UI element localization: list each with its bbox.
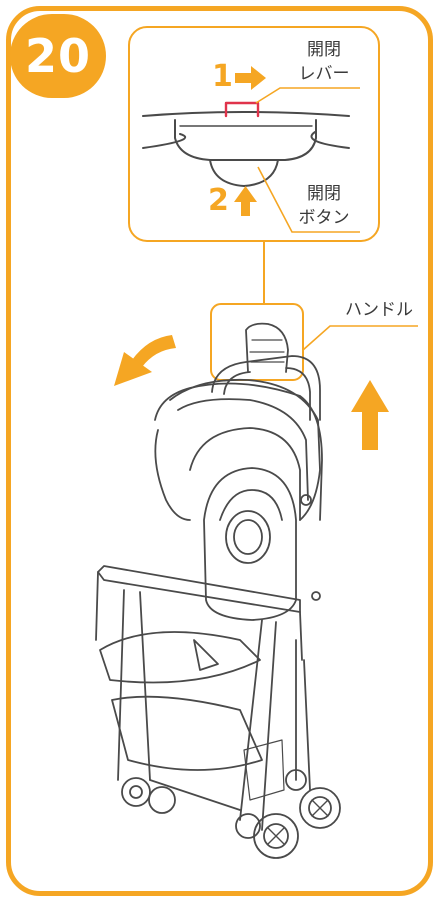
step-1-number: 1 — [212, 62, 233, 92]
step-2-number: 2 — [208, 186, 229, 216]
lever-label-line1: 開閉 — [298, 40, 350, 61]
button-label-line2: ボタン — [286, 208, 362, 229]
lift-arrow-icon — [351, 380, 389, 450]
handle-leader — [303, 326, 418, 350]
curved-arrow-icon — [114, 335, 176, 386]
lever-label-line2: レバー — [286, 64, 362, 85]
stroller-drawing — [96, 324, 340, 858]
button-label-line1: 開閉 — [298, 184, 350, 205]
handle-label: ハンドル — [334, 300, 424, 321]
